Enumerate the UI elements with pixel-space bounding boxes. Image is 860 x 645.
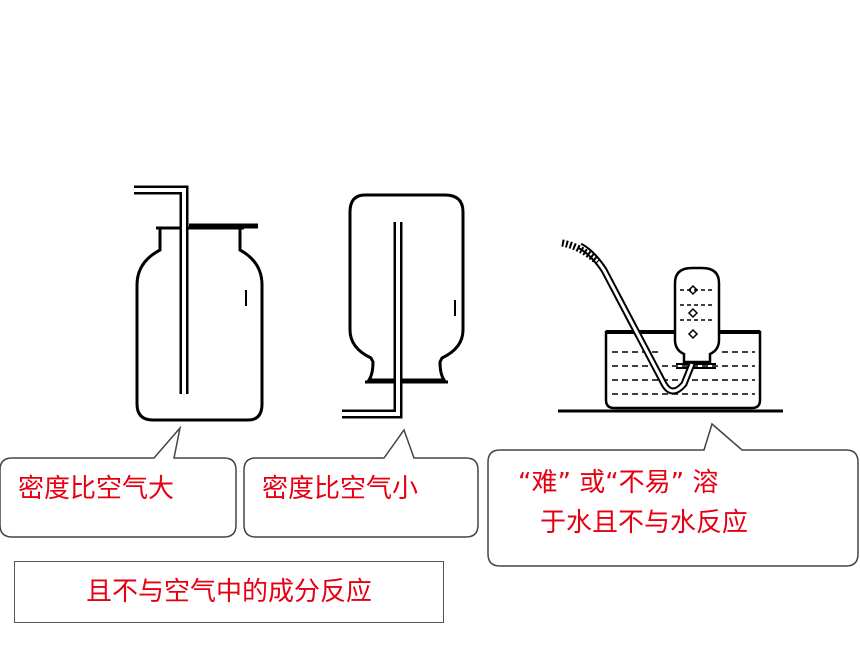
callout-left-text: 密度比空气大 — [18, 474, 175, 504]
callout-left — [0, 425, 237, 538]
bottle-stand — [676, 363, 716, 369]
note-text: 且不与空气中的成分反应 — [85, 577, 372, 607]
water-trough — [604, 330, 762, 410]
inverted-bottle-in-water — [673, 266, 721, 364]
water-displacement-apparatus — [558, 239, 783, 413]
callout-right-text-line2: 于水且不与水反应 — [540, 508, 749, 538]
callout-middle — [243, 428, 479, 538]
delivery-tube-down — [134, 185, 189, 394]
callout-right-text-line1: “难” 或“不易” 溶 — [518, 468, 719, 498]
upward-air-displacement-apparatus — [134, 185, 264, 422]
callout-right — [487, 422, 859, 567]
gas-bubbles — [680, 284, 714, 340]
rubber-tube — [561, 239, 601, 265]
downward-air-displacement-apparatus — [342, 193, 465, 419]
callout-middle-text: 密度比空气小 — [262, 474, 419, 504]
collecting-bottle-inverted — [348, 193, 465, 382]
note-box: 且不与空气中的成分反应 — [14, 561, 444, 623]
collecting-bottle-upright — [135, 228, 264, 422]
